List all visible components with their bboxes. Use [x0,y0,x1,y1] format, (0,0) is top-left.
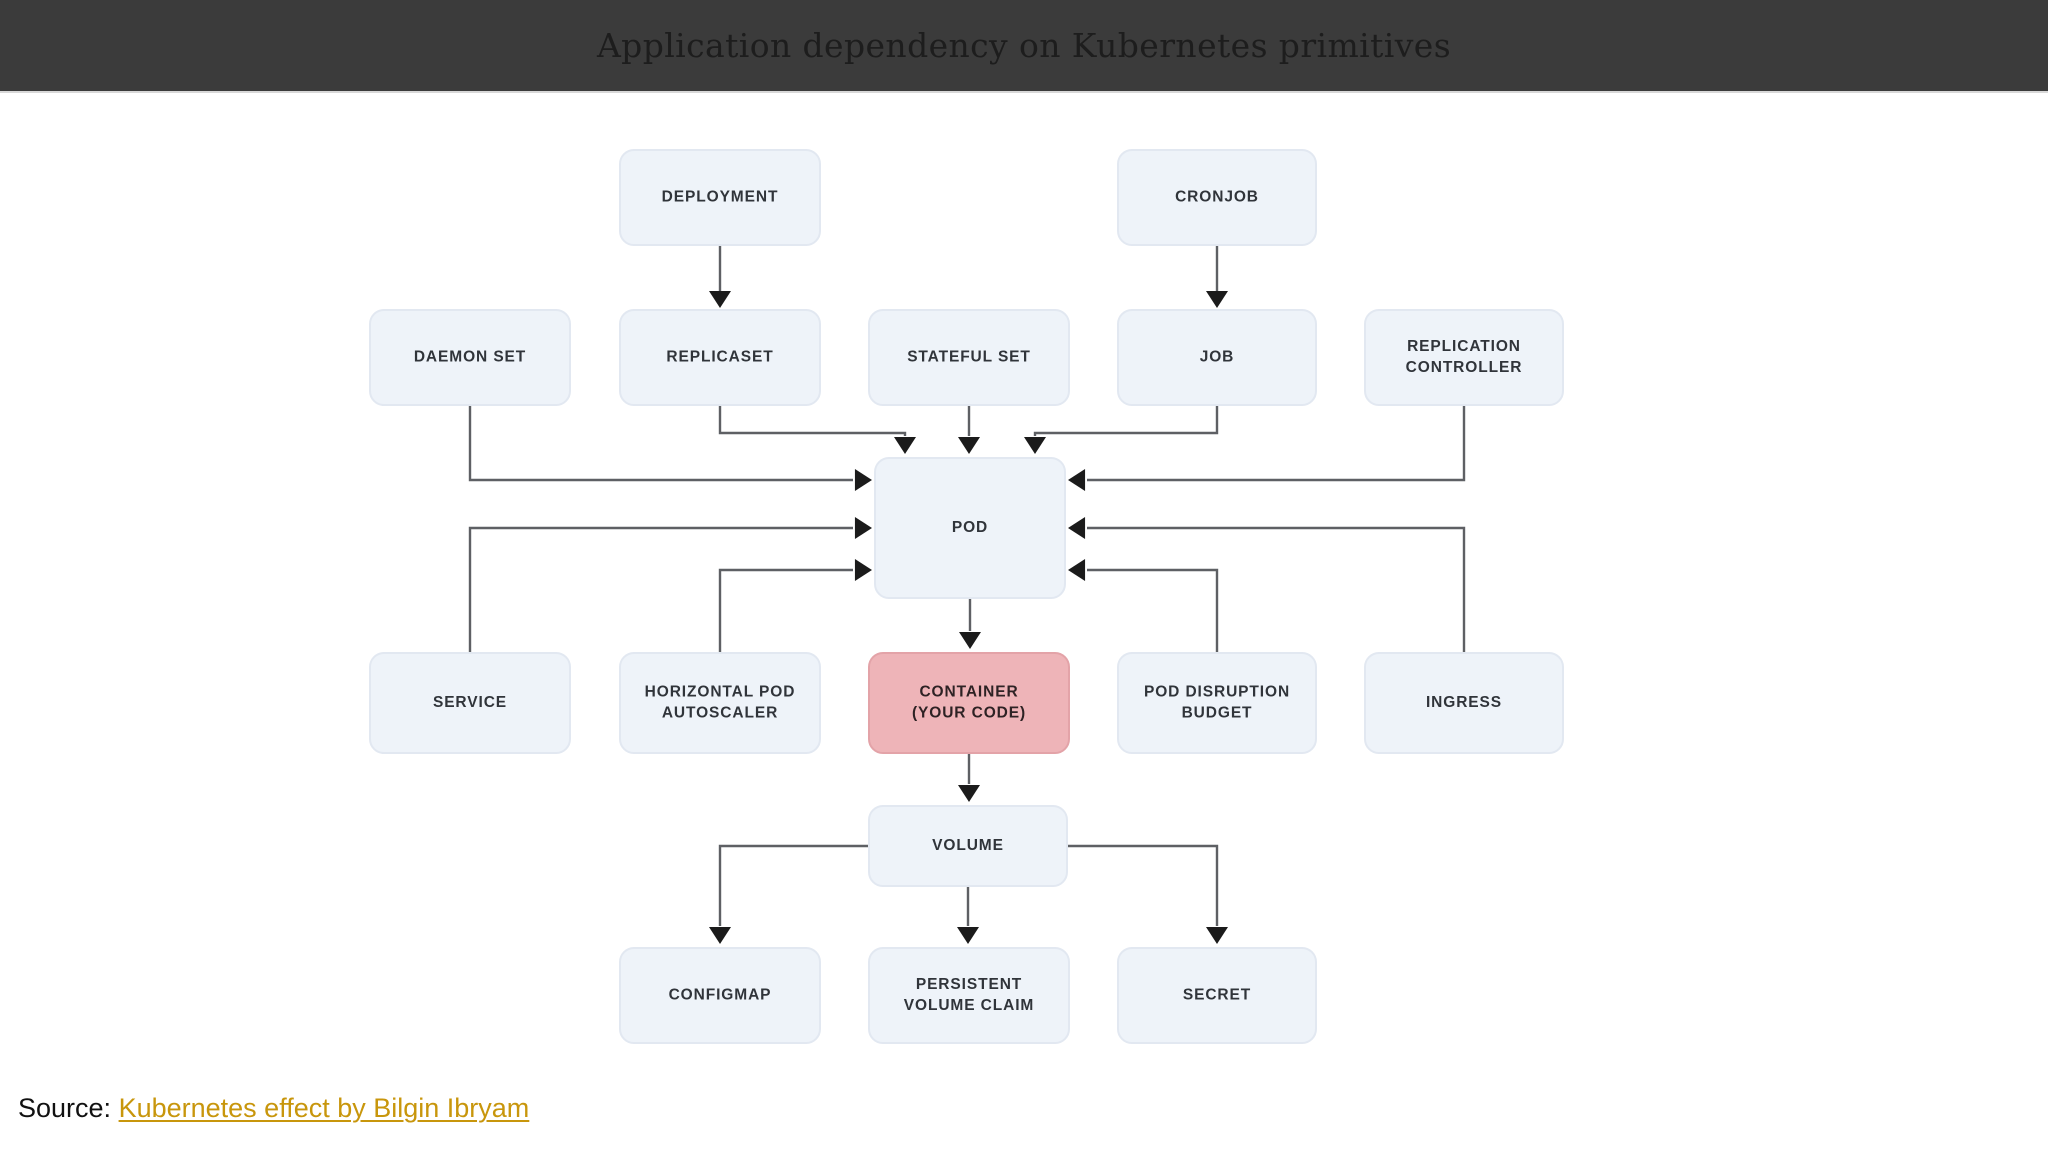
node-box-ingress [1364,652,1564,754]
arrowhead-container-to-volume [958,784,980,802]
node-label-statefulset: STATEFUL SET [907,349,1031,366]
node-pvc[interactable]: PERSISTENT VOLUME CLAIM [868,947,1070,1044]
node-box-configmap [619,947,821,1044]
node-deployment[interactable]: DEPLOYMENT [619,149,821,246]
node-box-volume [868,805,1068,887]
node-label-pdb: POD DISRUPTION [1144,684,1290,701]
node-pod[interactable]: POD [874,457,1066,599]
node-label-hpa: AUTOSCALER [662,705,778,722]
node-replicaset[interactable]: REPLICASET [619,309,821,406]
node-box-hpa [619,652,821,754]
node-label-container: (YOUR CODE) [912,705,1026,722]
node-box-daemonset [369,309,571,406]
edge-service-to-pod [468,526,853,653]
node-label-pvc: VOLUME CLAIM [904,997,1035,1014]
node-configmap[interactable]: CONFIGMAP [619,947,821,1044]
arrowhead-volume-to-pvc [957,926,979,944]
edge-replicaset-to-pod [718,405,907,436]
edge-hpa-to-pod [718,568,853,653]
node-label-daemonset: DAEMON SET [414,349,526,366]
node-label-container: CONTAINER [919,684,1018,701]
node-ingress[interactable]: INGRESS [1364,652,1564,754]
node-job[interactable]: JOB [1117,309,1317,406]
node-label-service: SERVICE [433,694,507,711]
node-label-secret: SECRET [1183,987,1251,1004]
source-link[interactable]: Kubernetes effect by Bilgin Ibryam [118,1093,530,1123]
node-box-pod [874,457,1066,599]
edge-daemonset-to-pod [468,405,853,482]
node-box-replicaset [619,309,821,406]
arrowhead-pod-to-container [959,631,981,649]
header-bar: Application dependency on Kubernetes pri… [0,0,2048,93]
node-box-secret [1117,947,1317,1044]
edge-volume-to-secret [1067,844,1219,926]
arrowhead-hpa-to-pod [854,559,872,581]
arrowhead-service-to-pod [854,517,872,539]
node-layer: DEPLOYMENT CRONJOB DAEMON SET REPLICASET STA… [369,149,1564,1044]
edge-replctrl-to-pod [1087,405,1466,482]
arrowhead-volume-to-configmap [709,926,731,944]
edge-ingress-to-pod [1087,526,1466,653]
node-box-pdb [1117,652,1317,754]
node-statefulset[interactable]: STATEFUL SET [868,309,1070,406]
source-label: Source: [18,1093,112,1123]
page-title: Application dependency on Kubernetes pri… [596,26,1452,65]
node-box-cronjob [1117,149,1317,246]
node-hpa[interactable]: HORIZONTAL POD AUTOSCALER [619,652,821,754]
node-label-hpa: HORIZONTAL POD [645,684,796,701]
kubernetes-dependency-diagram: DEPLOYMENT CRONJOB DAEMON SET REPLICASET STA… [369,149,1564,1044]
node-label-replicaset: REPLICASET [666,349,773,366]
arrowhead-pdb-to-pod [1068,559,1086,581]
node-cronjob[interactable]: CRONJOB [1117,149,1317,246]
arrowhead-volume-to-secret [1206,926,1228,944]
node-box-replctrl [1364,309,1564,406]
node-box-service [369,652,571,754]
node-service[interactable]: SERVICE [369,652,571,754]
arrowhead-replctrl-to-pod [1068,469,1086,491]
node-container[interactable]: CONTAINER (YOUR CODE) [868,652,1070,754]
node-label-replctrl: CONTROLLER [1406,359,1523,376]
edge-job-to-pod [1033,405,1219,436]
arrowhead-cronjob-to-job [1206,290,1228,308]
node-box-job [1117,309,1317,406]
node-label-configmap: CONFIGMAP [669,987,772,1004]
node-label-pvc: PERSISTENT [916,976,1022,993]
node-label-job: JOB [1200,349,1235,366]
diagram-canvas: DEPLOYMENT CRONJOB DAEMON SET REPLICASET STA… [0,93,2048,1068]
node-daemonset[interactable]: DAEMON SET [369,309,571,406]
node-box-statefulset [868,309,1070,406]
node-pdb[interactable]: POD DISRUPTION BUDGET [1117,652,1317,754]
node-label-ingress: INGRESS [1426,694,1502,711]
arrowhead-replicaset-to-pod [894,436,916,454]
node-replctrl[interactable]: REPLICATION CONTROLLER [1364,309,1564,406]
node-label-pod: POD [952,519,988,536]
node-box-pvc [868,947,1070,1044]
arrowhead-deployment-to-replicaset [709,290,731,308]
source-footer: Source: Kubernetes effect by Bilgin Ibry… [18,1095,529,1122]
edge-layer [468,245,1466,944]
node-secret[interactable]: SECRET [1117,947,1317,1044]
node-volume[interactable]: VOLUME [868,805,1068,887]
node-label-pdb: BUDGET [1182,705,1253,722]
edge-volume-to-configmap [718,844,869,926]
node-label-cronjob: CRONJOB [1175,189,1259,206]
arrowhead-ingress-to-pod [1068,517,1086,539]
node-label-replctrl: REPLICATION [1407,338,1521,355]
edge-pdb-to-pod [1087,568,1219,653]
node-box-deployment [619,149,821,246]
arrowhead-job-to-pod [1024,436,1046,454]
arrowhead-daemonset-to-pod [854,469,872,491]
node-label-volume: VOLUME [932,837,1004,854]
node-label-deployment: DEPLOYMENT [662,189,779,206]
node-box-container [868,652,1070,754]
arrowhead-statefulset-to-pod [958,436,980,454]
